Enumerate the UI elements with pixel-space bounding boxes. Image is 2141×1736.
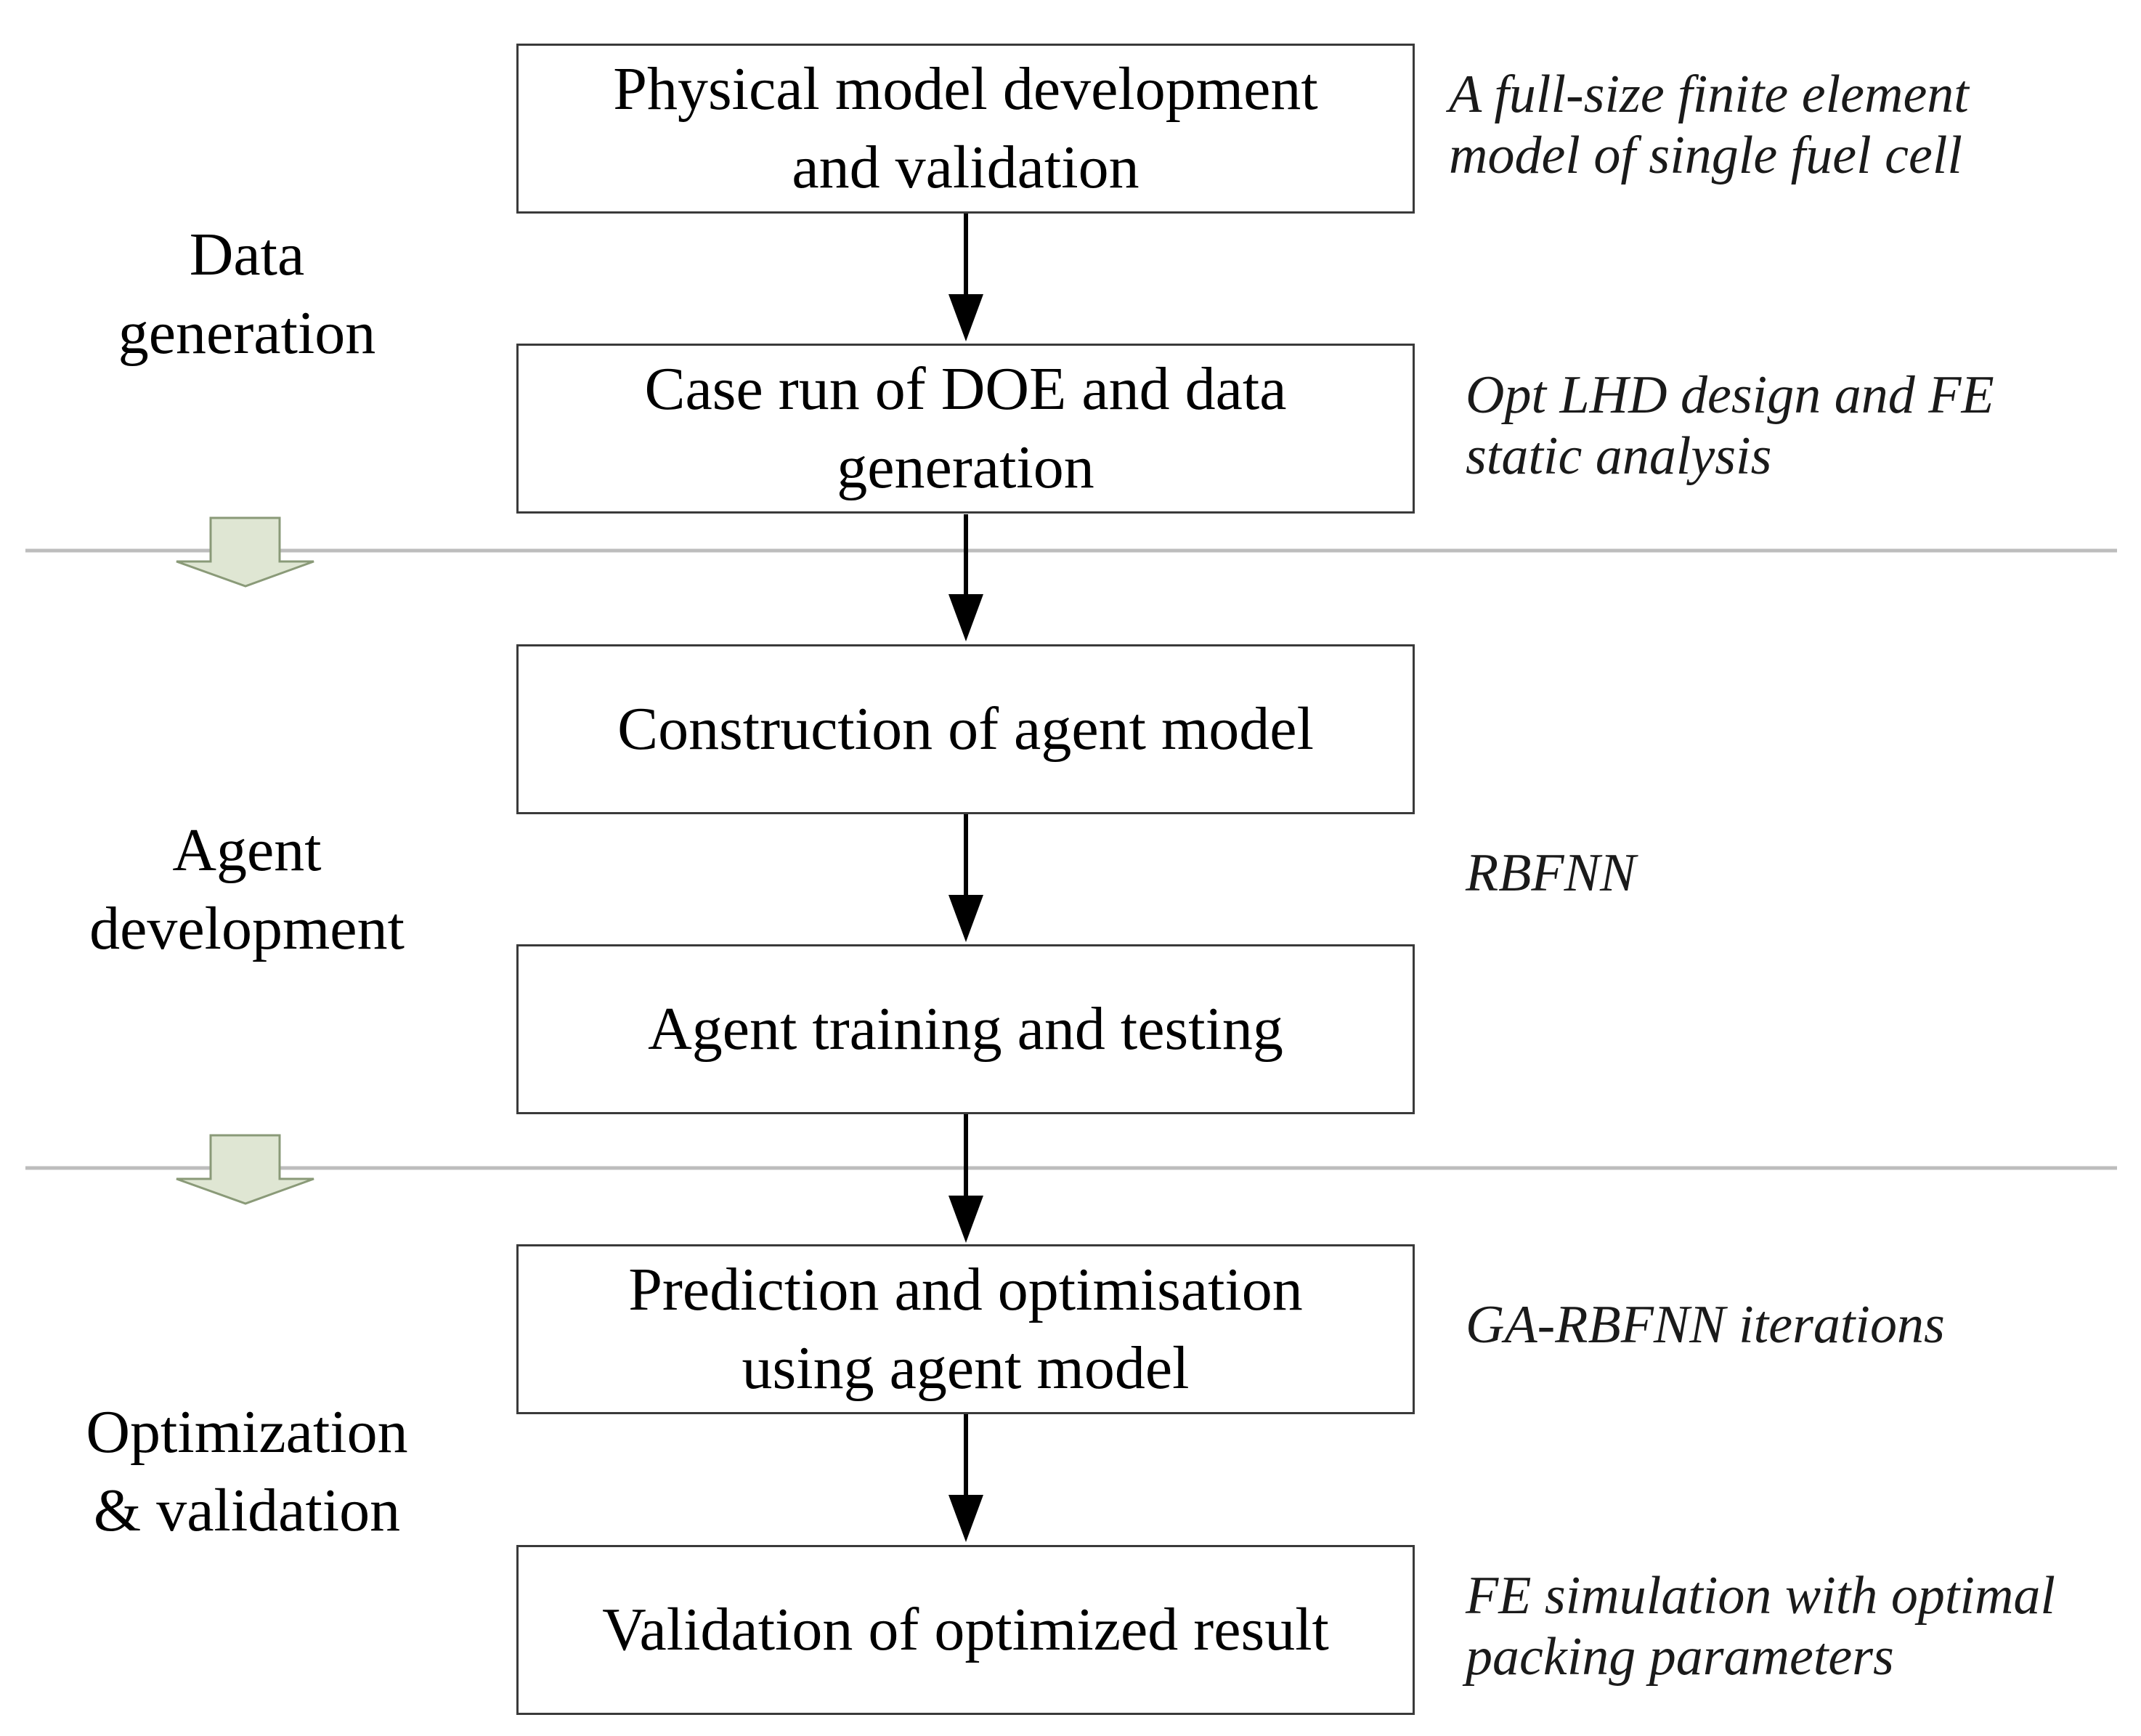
stage-label-data-generation: Data generation bbox=[118, 221, 376, 367]
step-physical-model: Physical model development and validatio… bbox=[516, 44, 1415, 214]
stage-label-optimization-validation: Optimization & validation bbox=[86, 1398, 408, 1544]
note-fe-simulation: FE simulation with optimal packing param… bbox=[1466, 1566, 2055, 1687]
arrow-step5-to-step6 bbox=[948, 1414, 983, 1542]
note-ga-rbfnn: GA-RBFNN iterations bbox=[1466, 1295, 1945, 1355]
step-validation-result: Validation of optimized result bbox=[516, 1545, 1415, 1715]
phase-arrow-1-icon bbox=[176, 516, 314, 588]
phase-arrow-2-icon bbox=[176, 1134, 314, 1205]
step-case-run-doe: Case run of DOE and data generation bbox=[516, 344, 1415, 514]
step-agent-training-testing: Agent training and testing bbox=[516, 944, 1415, 1114]
arrow-step2-to-step3 bbox=[948, 514, 983, 641]
stage-label-agent-development: Agent development bbox=[89, 816, 405, 962]
note-opt-lhd-design: Opt LHD design and FE static analysis bbox=[1466, 365, 1994, 486]
arrow-step4-to-step5 bbox=[948, 1114, 983, 1243]
step-prediction-optimisation: Prediction and optimisation using agent … bbox=[516, 1244, 1415, 1414]
arrow-step1-to-step2 bbox=[948, 214, 983, 341]
step-construction-agent-model: Construction of agent model bbox=[516, 644, 1415, 814]
note-finite-element-model: A full-size finite element model of sing… bbox=[1449, 65, 1969, 185]
note-rbfnn: RBFNN bbox=[1466, 843, 1636, 903]
arrow-step3-to-step4 bbox=[948, 814, 983, 942]
